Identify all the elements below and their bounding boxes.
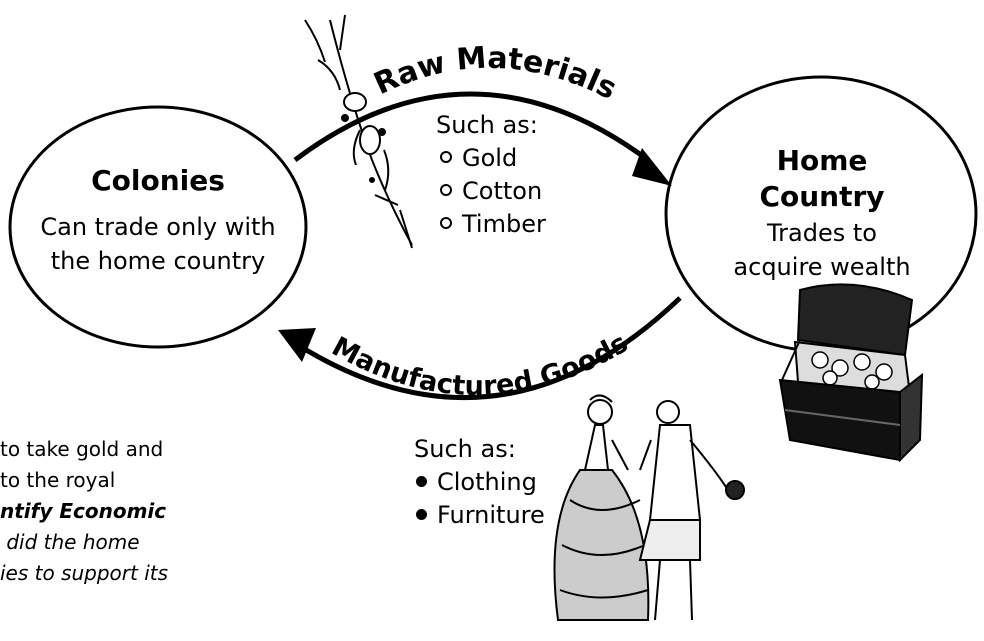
bullet-icon xyxy=(416,475,427,487)
side-text-line-1: to take gold and xyxy=(0,437,164,461)
raw-materials-arrow xyxy=(293,91,650,163)
bullet-icon xyxy=(440,151,452,163)
manufactured-goods-such-as: Such as: xyxy=(414,435,516,463)
colonies-description-line-1: Can trade only with xyxy=(40,213,276,241)
raw-materials-list: Gold Cotton Timber xyxy=(440,142,546,241)
colonies-title: Colonies xyxy=(91,164,225,197)
list-item: Timber xyxy=(440,208,546,241)
treasure-chest-illustration xyxy=(778,283,924,463)
list-item: Furniture xyxy=(416,499,545,532)
manufactured-goods-arrow xyxy=(296,296,682,401)
colonies-description-line-2: the home country xyxy=(50,247,266,275)
list-item: Cotton xyxy=(440,175,546,208)
raw-materials-arrowhead xyxy=(632,148,672,186)
bullet-icon xyxy=(440,217,452,229)
list-item: Gold xyxy=(440,142,546,175)
manufactured-goods-arrowhead xyxy=(278,328,316,362)
bullet-icon xyxy=(440,184,452,196)
side-text-line-4: did the home xyxy=(0,530,140,554)
cotton-plant-illustration xyxy=(304,14,413,249)
colonies-ellipse xyxy=(8,105,308,349)
colonial-couple-illustration xyxy=(553,394,745,621)
manufactured-goods-list: Clothing Furniture xyxy=(416,466,545,532)
home-country-description-line-2: acquire wealth xyxy=(733,253,911,281)
side-text-line-5: ies to support its xyxy=(0,561,169,585)
home-country-title-line-1: Home xyxy=(776,144,868,177)
home-country-title-line-2: Country xyxy=(759,180,885,213)
list-item: Clothing xyxy=(416,466,545,499)
home-country-description-line-1: Trades to xyxy=(767,219,877,247)
bullet-icon xyxy=(416,508,427,520)
manufactured-goods-label: Manufactured Goods xyxy=(327,328,634,403)
side-text-line-3: ntify Economic xyxy=(0,499,167,523)
raw-materials-such-as: Such as: xyxy=(436,111,538,139)
side-text-line-2: to the royal xyxy=(0,468,116,492)
